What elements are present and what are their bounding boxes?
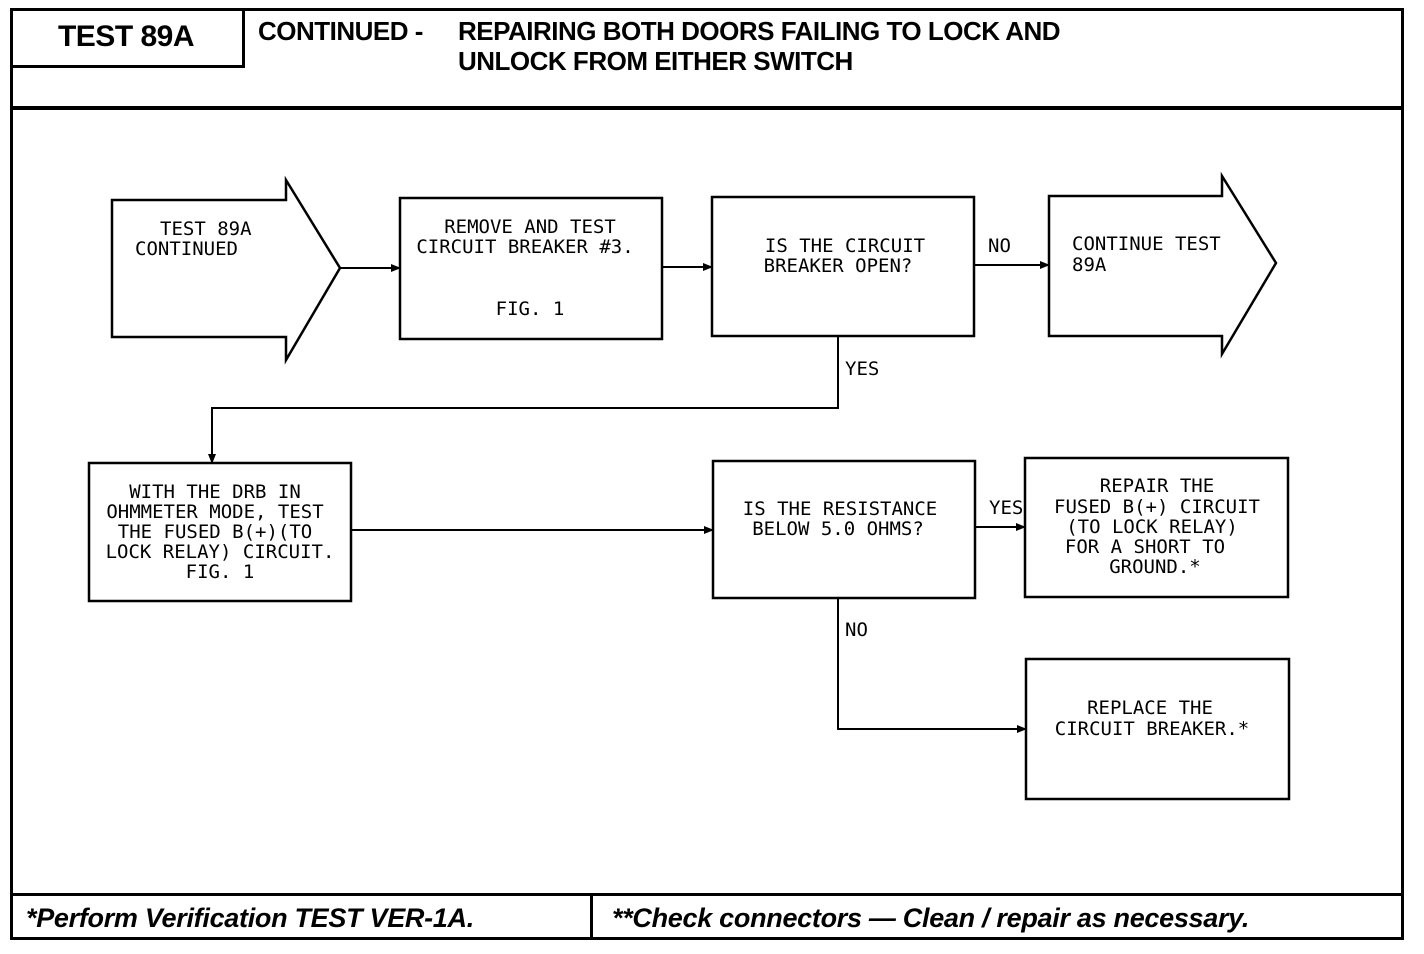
- connector-no-replace: [837, 598, 1027, 733]
- footer-column-divider: [590, 893, 593, 940]
- start-arrow-shape: [110, 175, 342, 365]
- header-divider: [10, 106, 1404, 110]
- footnote-left: *Perform Verification TEST VER-1A.: [26, 903, 474, 933]
- drb-text-2: OHMMETER MODE, TEST: [106, 501, 323, 523]
- footnote-right: **Check connectors — Clean / repair as n…: [612, 903, 1250, 933]
- continue-text-2: 89A: [1072, 254, 1107, 276]
- repair-text-4: FOR A SHORT TO: [1065, 536, 1225, 558]
- label-no-2: NO: [845, 619, 868, 641]
- footer-divider: [10, 893, 1404, 896]
- remove-test-text-1: REMOVE AND TEST: [444, 216, 616, 238]
- continue-arrow-shape: [1047, 171, 1278, 359]
- test-id: TEST 89A: [10, 8, 245, 68]
- title-line-2: UNLOCK FROM EITHER SWITCH: [458, 46, 853, 76]
- start-text-2: CONTINUED: [135, 238, 238, 260]
- drb-test-box: [87, 461, 353, 603]
- remove-test-text-2: CIRCUIT BREAKER #3.: [416, 236, 633, 258]
- label-yes-2: YES: [989, 497, 1023, 519]
- repair-text-3: (TO LOCK RELAY): [1066, 516, 1238, 538]
- question-open-text-1: IS THE CIRCUIT: [765, 235, 925, 257]
- replace-text-2: CIRCUIT BREAKER.*: [1055, 718, 1249, 740]
- label-no-1: NO: [988, 235, 1011, 257]
- title-prefix: CONTINUED -: [258, 16, 423, 46]
- remove-test-fig: FIG. 1: [496, 298, 565, 320]
- question-resistance-text-1: IS THE RESISTANCE: [743, 498, 937, 520]
- question-open-text-2: BREAKER OPEN?: [764, 255, 913, 277]
- label-yes-1: YES: [845, 358, 879, 380]
- question-resistance-text-2: BELOW 5.0 OHMS?: [752, 518, 924, 540]
- start-text-1: TEST 89A: [160, 218, 252, 240]
- repair-text-5: GROUND.*: [1109, 556, 1201, 578]
- replace-text-1: REPLACE THE: [1087, 697, 1213, 719]
- page-frame: [10, 8, 1404, 940]
- drb-text-1: WITH THE DRB IN: [129, 481, 301, 503]
- continue-text-1: CONTINUE TEST: [1072, 233, 1221, 255]
- title-line-1: REPAIRING BOTH DOORS FAILING TO LOCK AND: [458, 16, 1061, 46]
- drb-text-5: FIG. 1: [186, 561, 255, 583]
- connector-yes-drb: [208, 336, 839, 464]
- repair-text-2: FUSED B(+) CIRCUIT: [1054, 496, 1260, 518]
- drb-text-4: LOCK RELAY) CIRCUIT.: [106, 541, 335, 563]
- drb-text-3: THE FUSED B(+)(TO: [118, 521, 312, 543]
- repair-text-1: REPAIR THE: [1100, 475, 1214, 497]
